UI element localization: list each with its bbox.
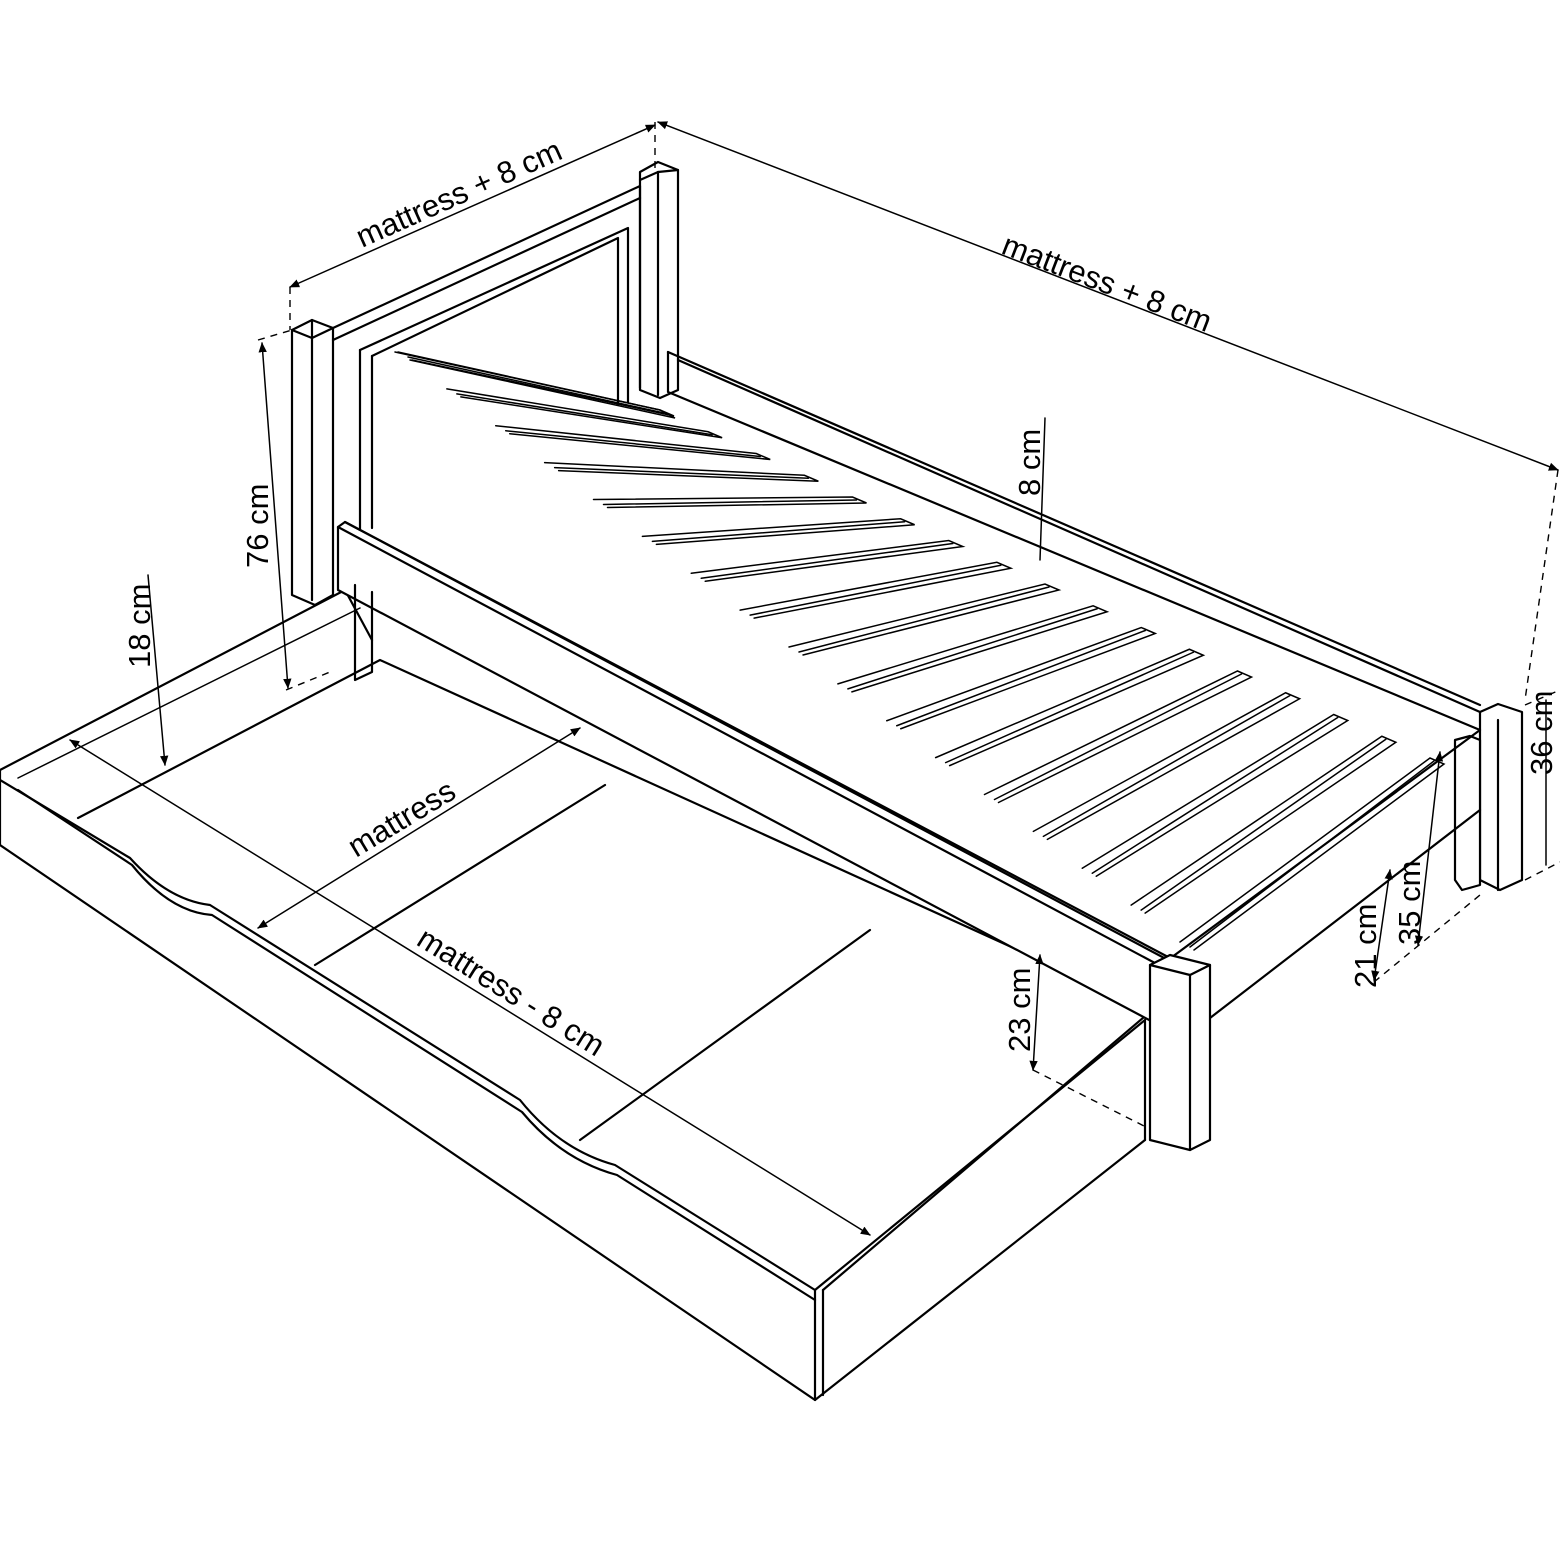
slat-edge xyxy=(993,673,1243,801)
head-width-label: mattress + 8 cm xyxy=(351,132,567,254)
slat xyxy=(983,670,1254,804)
slat-edge xyxy=(1042,695,1291,838)
slat-edge xyxy=(553,466,810,479)
slat-edge xyxy=(847,608,1098,690)
slat-edge xyxy=(700,542,954,579)
headboard-height-label: 76 cm xyxy=(240,484,275,568)
slat-edge xyxy=(1091,716,1339,874)
slat-edge xyxy=(749,564,1002,616)
slat-height-label: 21 cm xyxy=(1348,904,1383,988)
rail-height-label: 8 cm xyxy=(1012,429,1047,496)
slat-edge xyxy=(1189,760,1435,948)
slat-edge xyxy=(896,629,1146,727)
drawer-width-label: mattress xyxy=(342,773,462,864)
slat-edge xyxy=(944,651,1195,764)
dimension-lines xyxy=(69,121,1560,1236)
slat xyxy=(739,561,1014,619)
slat xyxy=(837,604,1110,693)
slat-edge xyxy=(407,356,665,414)
slat-edge xyxy=(602,499,858,506)
slat xyxy=(934,648,1206,767)
foot-leg-inner xyxy=(1453,734,1482,892)
slat xyxy=(1032,691,1302,841)
drawer-height-label: 18 cm xyxy=(122,584,157,668)
slat-edge xyxy=(651,521,906,543)
slat xyxy=(592,496,867,509)
slat xyxy=(1130,735,1398,914)
drawer-length-label: mattress - 8 cm xyxy=(411,920,611,1063)
slat-edge xyxy=(456,393,713,436)
bed-frame xyxy=(290,160,1524,1152)
slat xyxy=(495,425,771,461)
total-length-label: mattress + 8 cm xyxy=(997,227,1216,339)
slat-edge xyxy=(1140,738,1387,911)
slat xyxy=(641,517,915,546)
slat xyxy=(1081,713,1350,877)
slat-edge xyxy=(505,430,761,458)
slat xyxy=(788,583,1062,656)
slat xyxy=(543,461,819,482)
footboard-height-label: 36 cm xyxy=(1524,691,1559,775)
frame-height-label: 35 cm xyxy=(1392,861,1427,945)
slat xyxy=(690,539,966,582)
clearance-label: 23 cm xyxy=(1002,968,1037,1052)
foot-post-right xyxy=(1478,702,1524,892)
slat xyxy=(886,626,1158,730)
slat-edge xyxy=(798,586,1050,653)
front-foot-post xyxy=(1148,953,1212,1152)
